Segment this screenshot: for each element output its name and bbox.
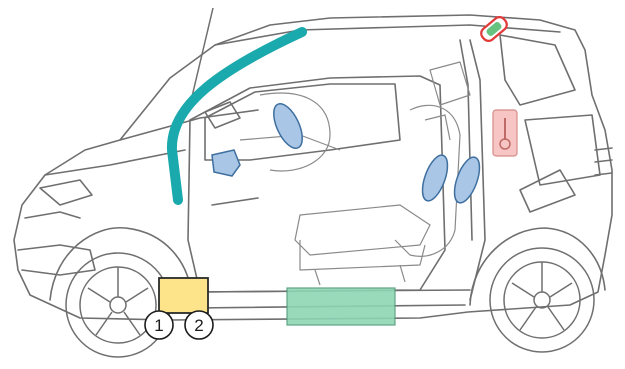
callout-1: 1: [145, 311, 173, 339]
side-sill-sensor: [287, 288, 395, 325]
callout-2: 2: [185, 311, 213, 339]
seatbelt-tensioner: [493, 110, 517, 156]
control-unit: [159, 278, 208, 313]
callout-2-label: 2: [194, 316, 203, 335]
callout-1-label: 1: [154, 316, 163, 335]
